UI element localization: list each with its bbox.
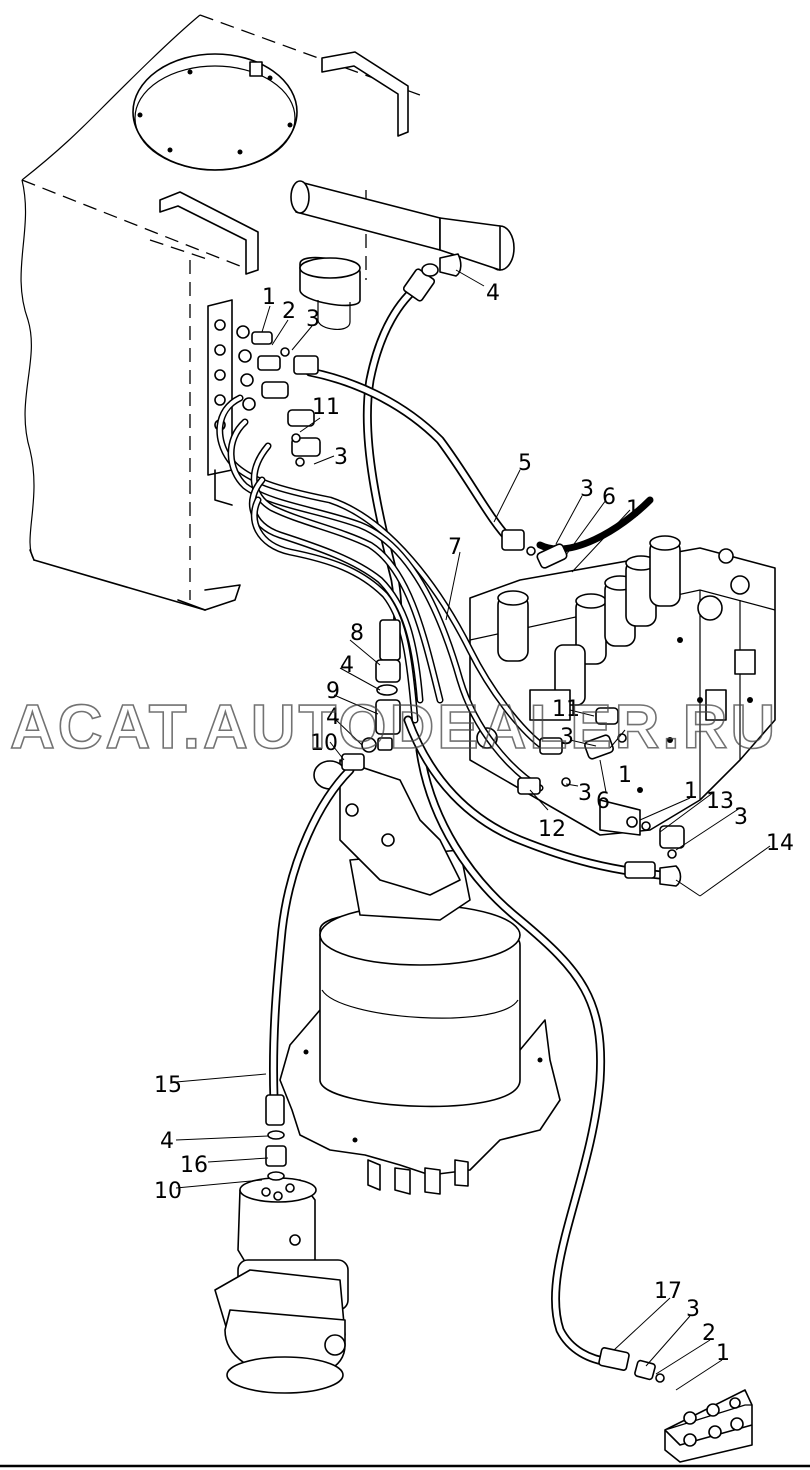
swing-motor: [279, 759, 561, 1195]
callout-7: 7: [448, 535, 462, 560]
callout-3: 3: [306, 307, 320, 332]
callout-1: 1: [618, 763, 632, 788]
callout-4: 4: [340, 653, 354, 678]
callout-8: 8: [350, 621, 364, 646]
callout-2: 2: [702, 1321, 716, 1346]
callout-11: 11: [552, 697, 580, 722]
callout-leaders: [175, 269, 771, 1391]
tank-plate-fittings: [236, 325, 321, 467]
callout-17: 17: [654, 1279, 682, 1304]
callout-1: 1: [716, 1341, 730, 1366]
hose-fittings: [265, 253, 685, 1383]
callout-5: 5: [518, 451, 532, 476]
callout-14: 14: [766, 831, 794, 856]
callout-15: 15: [154, 1073, 182, 1098]
callout-2: 2: [282, 299, 296, 324]
callout-labels: 1 2 3 4 11 3 5 3 6 1 7 8 4 9 4 10 11 3 1…: [154, 281, 794, 1366]
callout-1: 1: [262, 285, 276, 310]
solenoid-block: [664, 1389, 753, 1463]
callout-6: 6: [596, 789, 610, 814]
callout-3: 3: [560, 725, 574, 750]
callout-4: 4: [326, 705, 340, 730]
callout-1: 1: [626, 497, 640, 522]
watermark-text: ACAT.AUTODEALER.RU: [10, 693, 778, 762]
pilot-pipe-bundle: [216, 394, 654, 792]
callout-3: 3: [578, 781, 592, 806]
callout-16: 16: [180, 1153, 208, 1178]
center-swivel-joint: [214, 1177, 349, 1394]
callout-6: 6: [602, 485, 616, 510]
callout-4: 4: [486, 281, 500, 306]
callout-13: 13: [706, 789, 734, 814]
callout-3: 3: [686, 1297, 700, 1322]
hoses: [268, 280, 665, 1367]
callout-4: 4: [160, 1129, 174, 1154]
callout-3: 3: [334, 445, 348, 470]
callout-10: 10: [154, 1179, 182, 1204]
callout-11: 11: [312, 395, 340, 420]
callout-3: 3: [580, 477, 594, 502]
callout-9: 9: [326, 679, 340, 704]
callout-12: 12: [538, 817, 566, 842]
callout-1: 1: [684, 779, 698, 804]
callout-3: 3: [734, 805, 748, 830]
callout-10: 10: [310, 731, 338, 756]
main-control-valve: [469, 535, 776, 836]
hydraulic-tank: [20, 14, 515, 611]
